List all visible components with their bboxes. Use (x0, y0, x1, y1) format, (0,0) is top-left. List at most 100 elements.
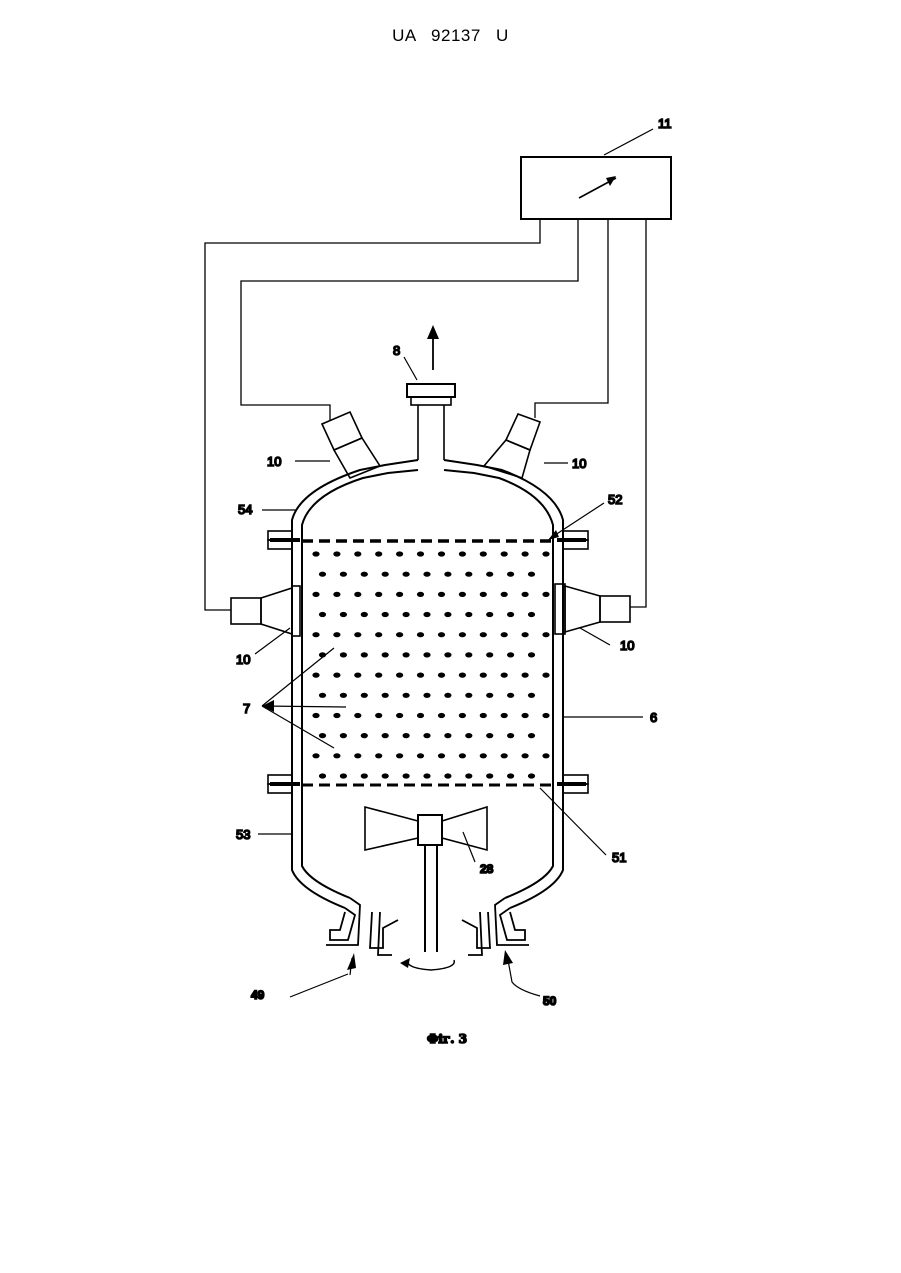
label-51: 51 (612, 850, 626, 865)
particle (480, 753, 487, 758)
particle (507, 733, 514, 738)
particle (382, 773, 389, 778)
particle (522, 551, 529, 556)
particle (354, 713, 361, 718)
particle (396, 551, 403, 556)
catalyst-particles (312, 551, 549, 778)
particle (501, 592, 508, 597)
particle (417, 753, 424, 758)
particle (438, 713, 445, 718)
particle (312, 753, 319, 758)
particle (396, 592, 403, 597)
particle (403, 652, 410, 657)
label-10-top-right: 10 (572, 456, 586, 471)
particle (375, 551, 382, 556)
particle (528, 773, 535, 778)
particle (507, 693, 514, 698)
particle (438, 632, 445, 637)
particle (486, 612, 493, 617)
particle (354, 592, 361, 597)
particle (319, 572, 326, 577)
particle (444, 652, 451, 657)
figure-caption: Фіг. 3 (427, 1032, 467, 1046)
label-7: 7 (243, 701, 250, 716)
outlet-pipe (407, 325, 455, 460)
particle (354, 551, 361, 556)
label-6: 6 (650, 710, 657, 725)
particle (542, 713, 549, 718)
particle (361, 572, 368, 577)
particle (340, 572, 347, 577)
particle (542, 551, 549, 556)
particle (417, 713, 424, 718)
particle (340, 733, 347, 738)
particle (444, 733, 451, 738)
particle (507, 773, 514, 778)
bottom-nozzles (326, 898, 529, 955)
label-10-top-left: 10 (267, 454, 281, 469)
particle (361, 693, 368, 698)
particle (522, 673, 529, 678)
particle (480, 673, 487, 678)
particle (403, 572, 410, 577)
particle (542, 632, 549, 637)
particle (459, 592, 466, 597)
particle (542, 592, 549, 597)
particle (403, 733, 410, 738)
particle (417, 551, 424, 556)
particle (486, 773, 493, 778)
particle (417, 673, 424, 678)
particle (465, 572, 472, 577)
particle (354, 632, 361, 637)
particle (459, 551, 466, 556)
particle (375, 713, 382, 718)
particle (375, 632, 382, 637)
particle (361, 652, 368, 657)
particle (465, 652, 472, 657)
particle (340, 652, 347, 657)
particle (396, 753, 403, 758)
particle (333, 551, 340, 556)
particle (382, 733, 389, 738)
particle (375, 592, 382, 597)
particle (459, 632, 466, 637)
particle (403, 773, 410, 778)
label-10-side-right: 10 (620, 638, 634, 653)
leader-lines (255, 129, 653, 997)
label-49: 49 (251, 988, 265, 1002)
particle (333, 673, 340, 678)
particle (354, 673, 361, 678)
particle (522, 592, 529, 597)
label-54: 54 (238, 502, 252, 517)
particle (501, 673, 508, 678)
particle (501, 632, 508, 637)
particle (375, 673, 382, 678)
particle (444, 693, 451, 698)
particle (507, 652, 514, 657)
particle (333, 713, 340, 718)
particle (382, 652, 389, 657)
particle (528, 693, 535, 698)
label-53: 53 (236, 827, 250, 842)
particle (444, 572, 451, 577)
particle (459, 673, 466, 678)
particle (382, 612, 389, 617)
particle (423, 652, 430, 657)
sensor-top-right (484, 414, 540, 478)
particle (501, 753, 508, 758)
particle (312, 551, 319, 556)
particle (522, 632, 529, 637)
particle (312, 632, 319, 637)
particle (319, 612, 326, 617)
particle (486, 693, 493, 698)
particle (403, 612, 410, 617)
particle (542, 753, 549, 758)
particle (423, 572, 430, 577)
particle (423, 773, 430, 778)
particle (382, 572, 389, 577)
particle (486, 733, 493, 738)
particle (312, 592, 319, 597)
particle (522, 753, 529, 758)
particle (542, 673, 549, 678)
